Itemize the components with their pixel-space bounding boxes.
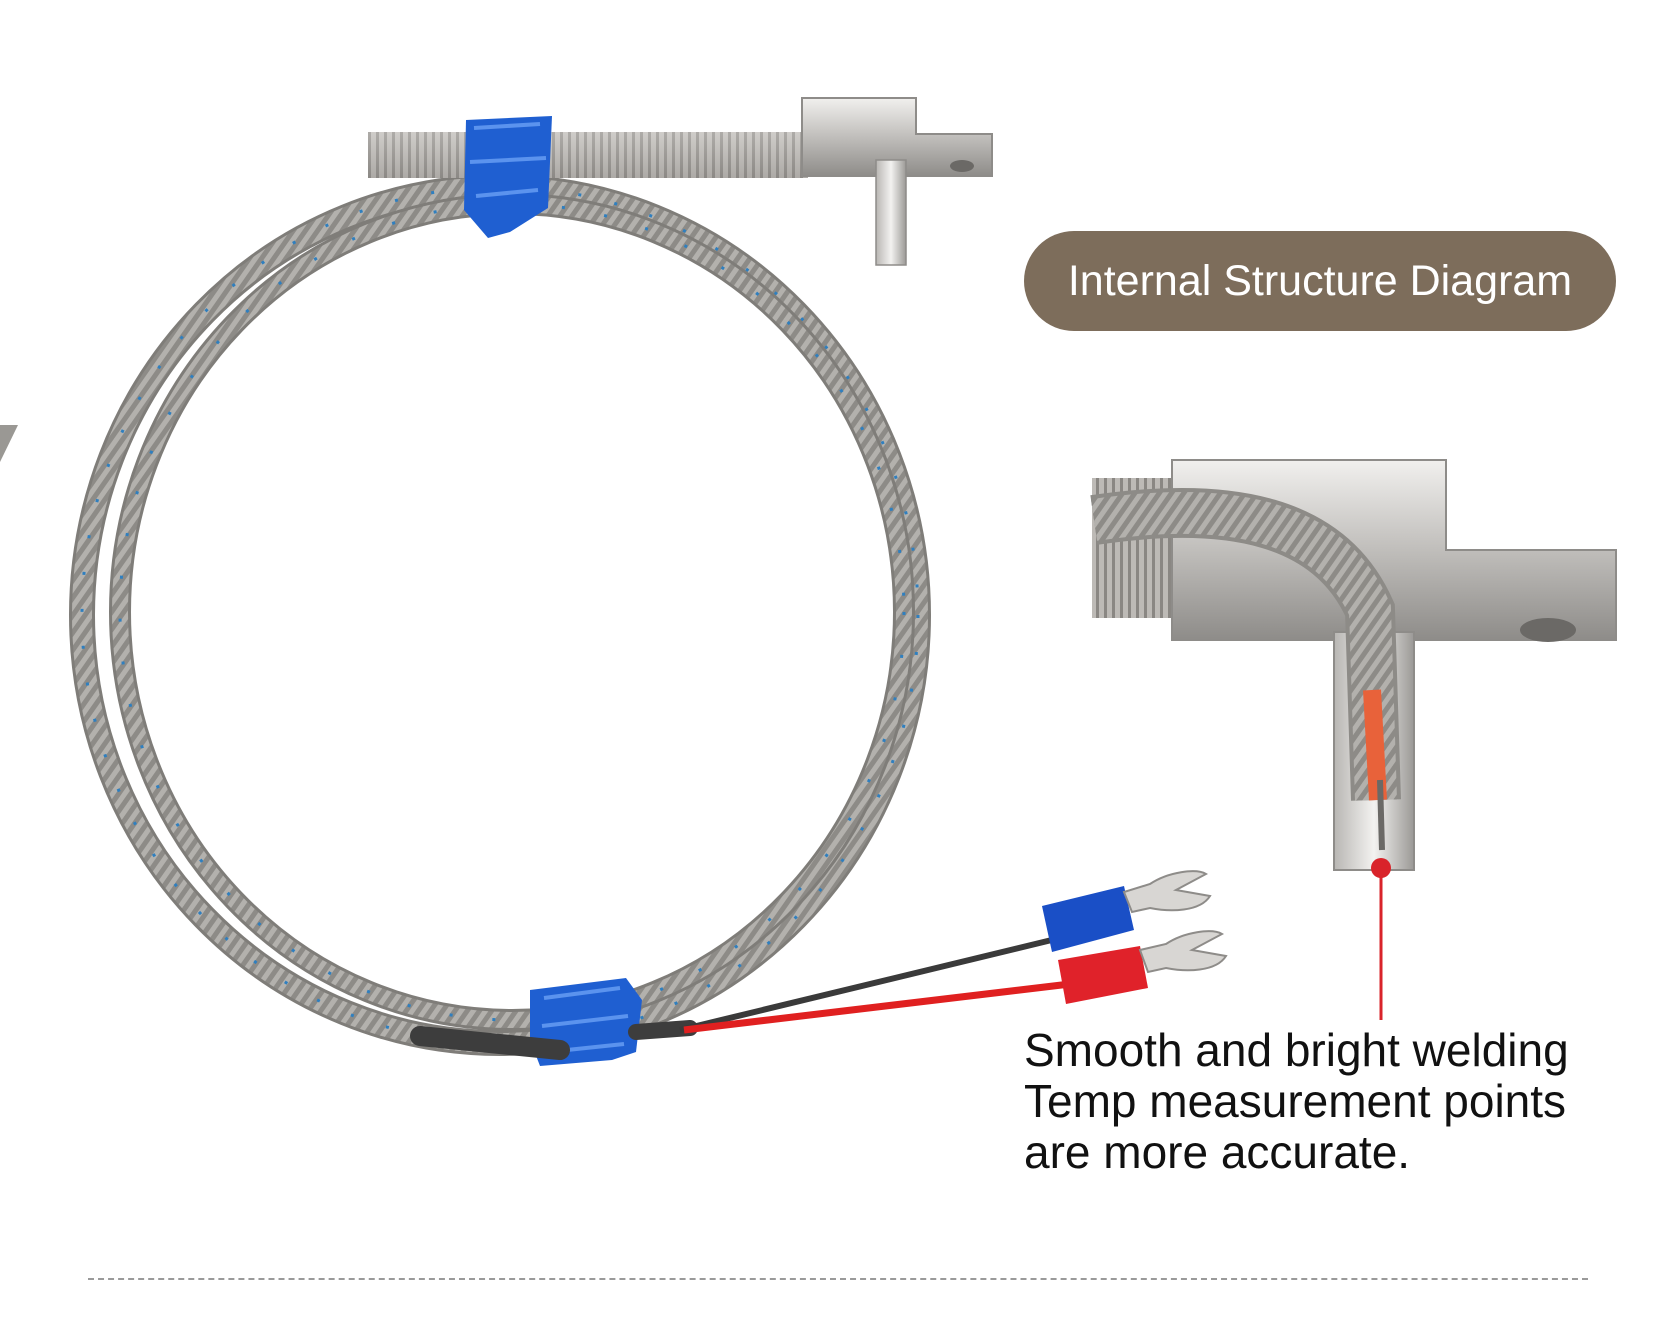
red-spade-terminal xyxy=(1058,930,1228,1004)
edge-fragment xyxy=(0,425,18,462)
lead-wires xyxy=(410,935,1071,1060)
welding-point-pointer xyxy=(1371,858,1391,1020)
welding-caption: Smooth and bright welding Temp measureme… xyxy=(1024,1025,1644,1178)
blue-tape-top xyxy=(464,116,552,238)
braided-cable-coil xyxy=(69,174,931,1056)
blue-spade-terminal xyxy=(1042,870,1212,952)
caption-line: Temp measurement points xyxy=(1024,1075,1567,1127)
caption-line: are more accurate. xyxy=(1024,1126,1411,1178)
dashed-divider xyxy=(88,1278,1588,1280)
cutaway-probe-closeup xyxy=(1090,459,1617,871)
top-probe-head xyxy=(368,97,993,266)
internal-structure-badge: Internal Structure Diagram xyxy=(1024,231,1616,331)
caption-line: Smooth and bright welding xyxy=(1024,1024,1569,1076)
